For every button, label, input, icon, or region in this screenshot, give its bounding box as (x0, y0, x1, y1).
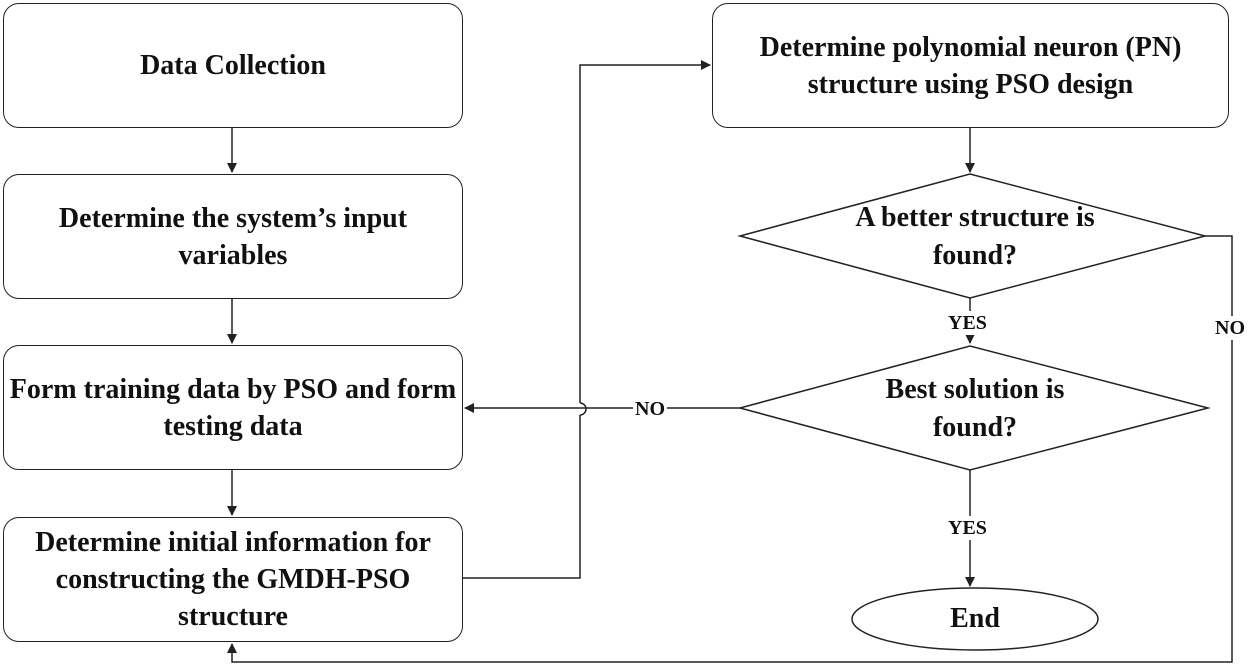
best-solution-text: Best solution is found? (885, 374, 1065, 443)
no-best-label: NO (633, 397, 667, 421)
initial-info-text: Determine initial information for constr… (35, 527, 431, 632)
no-better-label: NO (1213, 316, 1247, 340)
better-structure-diamond (737, 173, 1208, 299)
end-ellipse (851, 587, 1099, 651)
arrow-better-no-loop (227, 235, 1233, 663)
better-structure-label: A better structure is found? (835, 198, 1115, 276)
end-label: End (852, 588, 1098, 650)
better-structure-text: A better structure is found? (855, 202, 1095, 271)
data-collection-text: Data Collection (140, 50, 326, 81)
arrow-initial-to-pn-upper (579, 60, 711, 403)
best-solution-label: Best solution is found? (850, 370, 1100, 448)
data-collection-box: Data Collection (3, 3, 463, 128)
initial-info-box: Determine initial information for constr… (3, 517, 463, 642)
yes-better-label: YES (946, 311, 989, 335)
input-variables-box: Determine the system’s input variables (3, 174, 463, 299)
input-variables-text: Determine the system’s input variables (58, 202, 408, 271)
end-text: End (950, 603, 1000, 634)
form-training-text: Form training data by PSO and form testi… (9, 373, 457, 442)
pn-structure-text: Determine polynomial neuron (PN) structu… (759, 31, 1182, 100)
arrow-initial-to-pn (463, 415, 581, 579)
form-training-box: Form training data by PSO and form testi… (3, 345, 463, 470)
yes-best-label: YES (946, 516, 989, 540)
line-crossing-hop (579, 402, 587, 416)
best-solution-diamond (737, 345, 1211, 471)
pn-structure-box: Determine polynomial neuron (PN) structu… (712, 3, 1229, 128)
